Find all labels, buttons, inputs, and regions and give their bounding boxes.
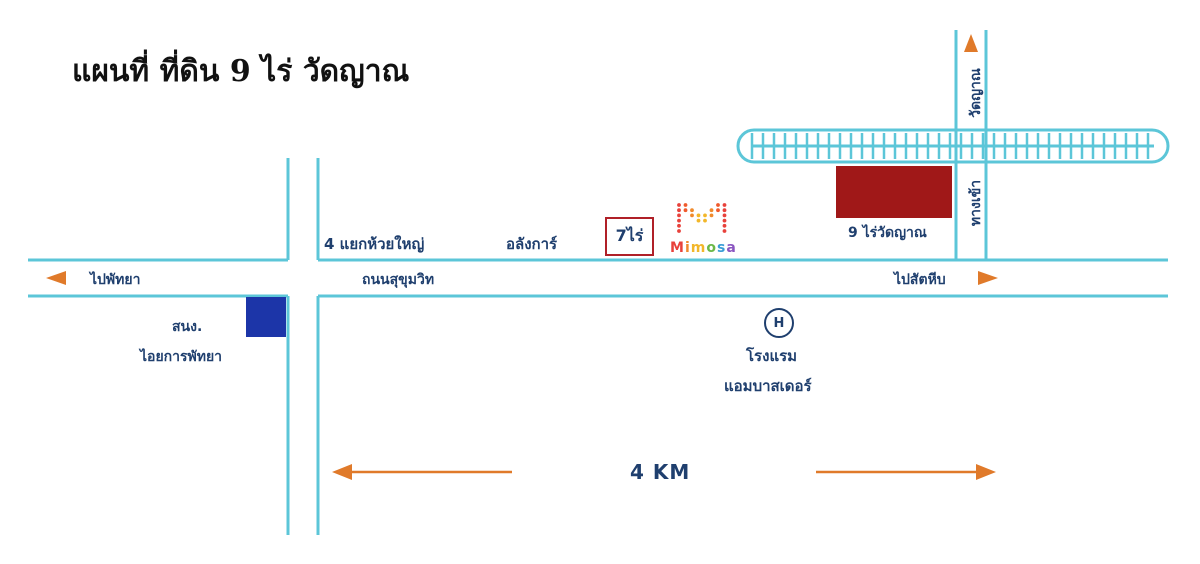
railway-track-icon — [736, 128, 1170, 164]
label-to-sattahip: ไปสัตหีบ — [894, 272, 946, 288]
label-office-line1: สนง. — [172, 319, 203, 335]
mimosa-logo-text: Mimosa — [670, 240, 737, 256]
label-wat-yan-road: วัดญาณ — [968, 68, 984, 118]
distance-arrow-right-head-icon — [976, 464, 996, 480]
hotel-symbol: H — [773, 315, 785, 331]
label-distance: 4 KM — [630, 460, 691, 484]
label-to-pattaya: ไปพัทยา — [90, 272, 141, 288]
office-block — [246, 297, 286, 337]
label-seven-rai-box: 7ไร่ — [605, 217, 654, 256]
arrow-left-pattaya-icon — [46, 271, 66, 285]
label-huai-yai-junction: 4 แยกห้วยใหญ่ — [324, 235, 425, 253]
page-title: แผนที่ ที่ดิน 9 ไร่ วัดญาณ — [72, 54, 410, 89]
direction-arrows — [46, 34, 998, 480]
label-office-line2: ไอยการพัทยา — [140, 349, 223, 365]
hotel-circle-icon: H — [764, 308, 794, 338]
distance-arrow-left-head-icon — [332, 464, 352, 480]
label-hotel-line2: แอมบาสเดอร์ — [724, 377, 812, 395]
label-entrance-box: ทางเข้า — [966, 170, 986, 236]
mimosa-logo-icon — [677, 203, 727, 233]
arrow-right-sattahip-icon — [978, 271, 998, 285]
plot-9-rai — [836, 166, 952, 218]
arrow-up-wat-yan-icon — [964, 34, 978, 52]
label-hotel-line1: โรงแรม — [746, 347, 798, 365]
label-plot-9-rai: 9 ไร่วัดญาณ — [848, 225, 927, 241]
label-seven-rai: 7ไร่ — [615, 226, 644, 245]
label-alangkarn: อลังการ์ — [506, 235, 558, 253]
label-sukhumvit-road: ถนนสุขุมวิท — [362, 272, 435, 288]
roads — [28, 30, 1168, 535]
label-entrance: ทางเข้า — [968, 179, 984, 227]
label-wat-yan-road-box: วัดญาณ — [966, 60, 986, 126]
